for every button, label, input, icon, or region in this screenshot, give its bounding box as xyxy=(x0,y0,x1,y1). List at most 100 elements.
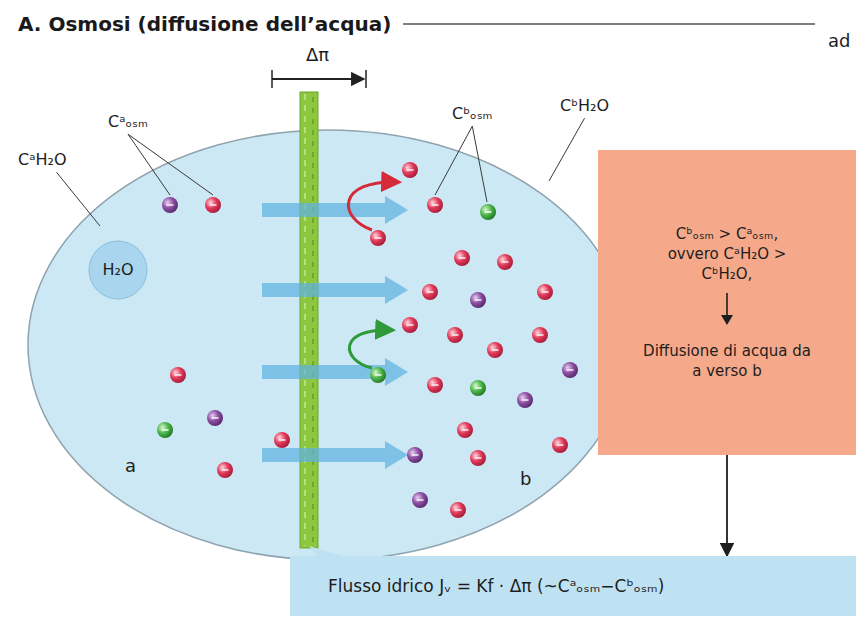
particle-body xyxy=(480,204,496,220)
charge-mark xyxy=(279,439,286,441)
solute-particle xyxy=(412,492,428,508)
water-flow-arrow xyxy=(262,276,408,304)
solute-particle xyxy=(422,284,438,300)
charge-mark xyxy=(567,369,574,371)
particle-body xyxy=(402,317,418,333)
flow-connector xyxy=(726,455,728,556)
water-flow-box: Flusso idrico Jᵥ = Kf · Δπ (~Cᵃₒₛₘ−Cᵇₒₛₘ… xyxy=(290,556,856,616)
membrane-texture xyxy=(304,94,306,546)
particle-body xyxy=(532,327,548,343)
solution-compartment xyxy=(28,130,628,560)
title-rule xyxy=(403,23,815,25)
membrane-band xyxy=(300,92,318,548)
solute-concentration-label: Cᵇₒₛₘ xyxy=(452,104,493,123)
bracket-arrow xyxy=(272,78,364,80)
solute-particle xyxy=(402,162,418,178)
charge-mark xyxy=(557,444,564,446)
compartment-label: b xyxy=(520,468,531,490)
charge-mark xyxy=(475,387,482,389)
solute-particle xyxy=(427,377,443,393)
charge-mark xyxy=(412,454,419,456)
solute-particle xyxy=(497,254,513,270)
charge-mark xyxy=(407,324,414,326)
solute-particle xyxy=(205,197,221,213)
particle-body xyxy=(447,327,463,343)
rejected-solute-arrow xyxy=(349,330,392,368)
charge-mark xyxy=(175,374,182,376)
arrow-shaft xyxy=(726,293,728,317)
solute-concentration-label: Cᵃₒₛₘ xyxy=(108,112,148,131)
solute-particle xyxy=(157,422,173,438)
solute-particle xyxy=(480,204,496,220)
leader-line xyxy=(435,126,472,195)
condition-box: Cᵇₒₛₘ > Cᵃₒₛₘ, ovvero CᵃH₂O > CᵇH₂O, Diff… xyxy=(598,150,856,455)
charge-mark xyxy=(417,499,424,501)
particle-body xyxy=(497,254,513,270)
charge-mark xyxy=(485,211,492,213)
particle-body xyxy=(552,437,568,453)
solute-particles xyxy=(157,162,578,518)
down-arrow xyxy=(719,291,735,327)
particle-body xyxy=(457,422,473,438)
charge-mark xyxy=(375,374,382,376)
charge-mark xyxy=(455,509,462,511)
water-flow-arrows xyxy=(262,196,408,469)
particle-body xyxy=(157,422,173,438)
charge-mark xyxy=(492,349,499,351)
particle-body xyxy=(205,197,221,213)
charge-mark xyxy=(537,334,544,336)
charge-mark xyxy=(162,429,169,431)
particle-body xyxy=(487,342,503,358)
particle-body xyxy=(217,462,233,478)
solute-particle xyxy=(457,422,473,438)
solute-particle xyxy=(370,230,386,246)
solute-particle xyxy=(370,367,386,383)
solute-particle xyxy=(454,250,470,266)
particle-body xyxy=(422,284,438,300)
charge-mark xyxy=(432,384,439,386)
charge-mark xyxy=(459,257,466,259)
arrow-head xyxy=(721,315,733,325)
page-fragment-text: ad xyxy=(828,30,850,52)
solute-particle xyxy=(517,392,533,408)
charge-mark xyxy=(432,204,439,206)
solute-particle xyxy=(470,380,486,396)
particle-body xyxy=(517,392,533,408)
solute-particle xyxy=(470,450,486,466)
particle-body xyxy=(402,162,418,178)
box-text: Diffusione di acqua da a verso b xyxy=(642,341,812,382)
particle-body xyxy=(207,410,223,426)
particle-body xyxy=(170,367,186,383)
charge-mark xyxy=(222,469,229,471)
leader-lines xyxy=(56,118,584,226)
particle-body xyxy=(454,250,470,266)
particle-body xyxy=(470,450,486,466)
charge-mark xyxy=(542,291,549,293)
solute-particle xyxy=(532,327,548,343)
box-text: Cᵇₒₛₘ > Cᵃₒₛₘ, ovvero CᵃH₂O > CᵇH₂O, xyxy=(666,224,788,285)
particle-body xyxy=(370,367,386,383)
charge-mark xyxy=(407,169,414,171)
solute-particle xyxy=(447,327,463,343)
diagram-title: A. Osmosi (diffusione dell’acqua) xyxy=(18,12,391,36)
solute-particle xyxy=(274,432,290,448)
charge-mark xyxy=(212,417,219,419)
membrane xyxy=(300,92,318,548)
leader-line xyxy=(128,134,213,195)
charge-mark xyxy=(210,204,217,206)
charge-mark xyxy=(375,237,382,239)
charge-mark xyxy=(167,204,174,206)
water-flow-arrow xyxy=(262,196,408,224)
circle-fill xyxy=(89,241,147,299)
pressure-difference-label: Δπ xyxy=(306,44,329,66)
solute-particle xyxy=(407,447,423,463)
solute-particle xyxy=(402,317,418,333)
leader-line xyxy=(56,172,100,226)
leader-line xyxy=(128,134,170,195)
particle-body xyxy=(407,447,423,463)
particle-body xyxy=(470,380,486,396)
charge-mark xyxy=(502,261,509,263)
particle-body xyxy=(162,197,178,213)
particle-body xyxy=(427,197,443,213)
